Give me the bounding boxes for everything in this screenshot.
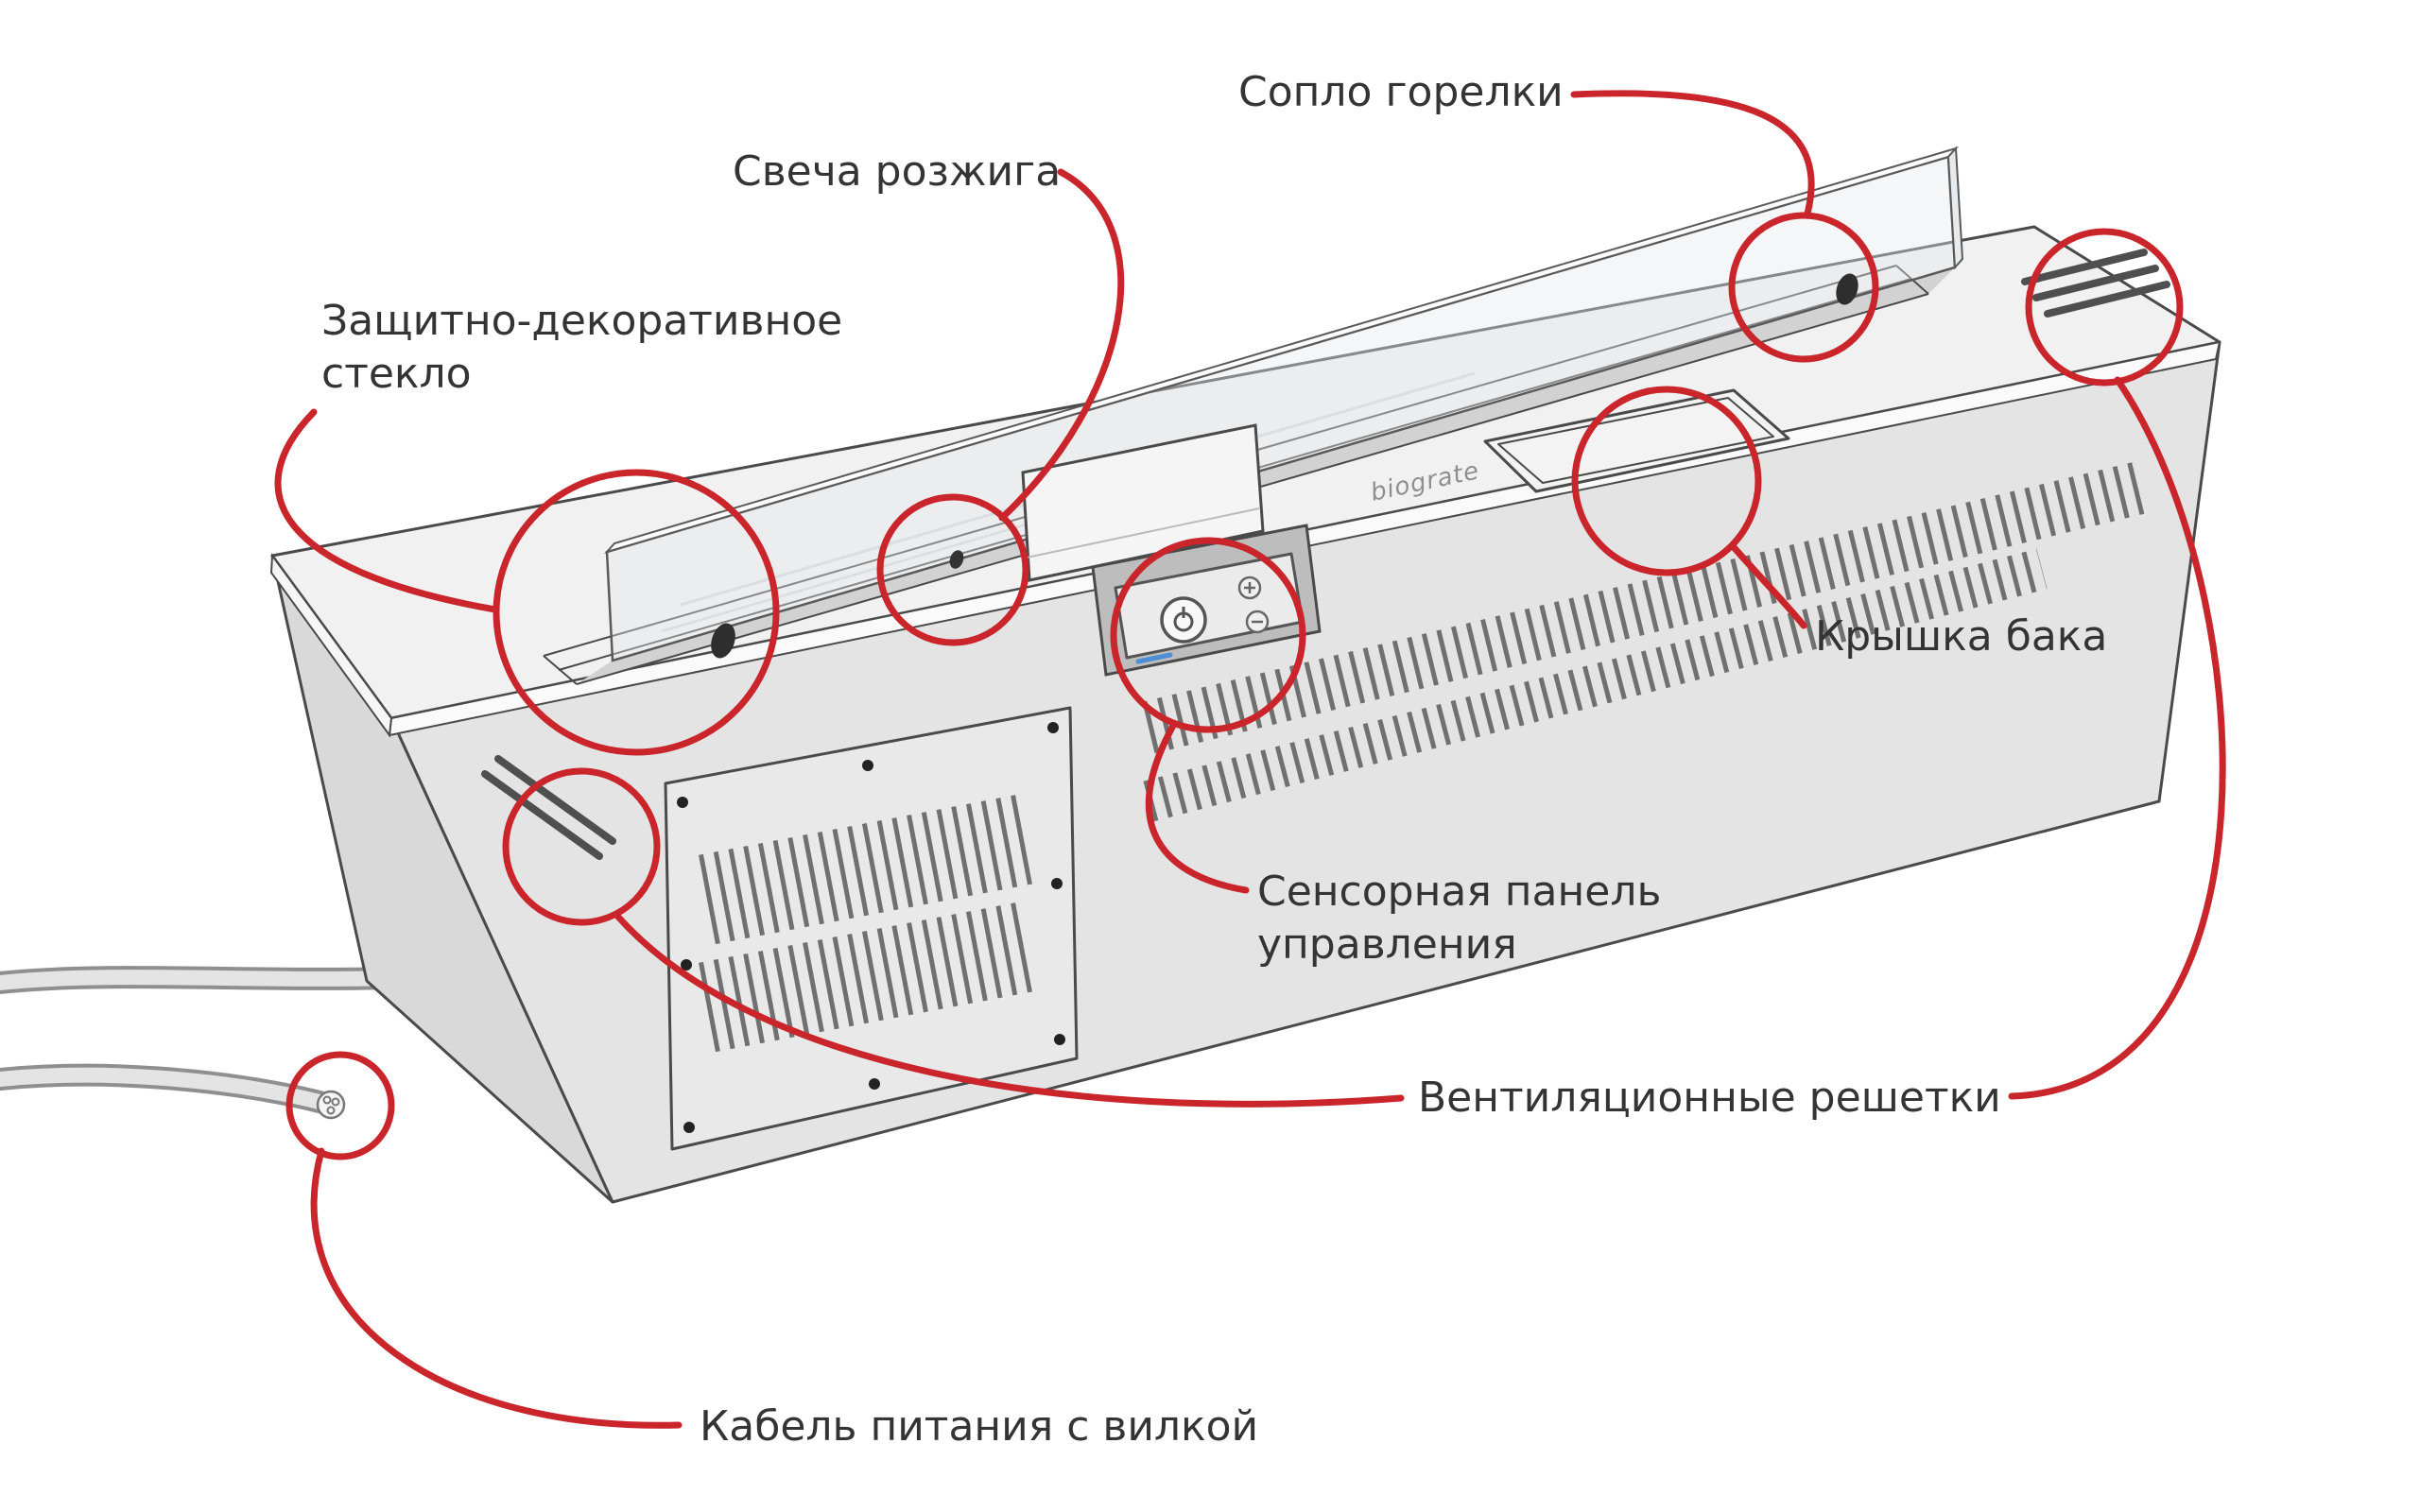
label-glass-line2: стекло <box>321 350 472 398</box>
igniter-knob <box>711 623 735 659</box>
annotation-circle-vent-left <box>502 767 661 926</box>
label-glass-line1: Защитно-декоративное <box>321 297 842 345</box>
label-igniter: Свеча розжига <box>733 147 1061 196</box>
tank-lid-inner <box>1497 397 1774 484</box>
cable-core <box>322 1095 332 1105</box>
glass-right-edge <box>1946 146 1964 270</box>
annotation-circle-touch-panel <box>1110 537 1306 733</box>
vent-slot-left-2 <box>481 770 603 860</box>
vent-band-upper <box>1142 460 2151 754</box>
annotation-line-cable <box>310 1147 683 1429</box>
vent-band-lower <box>1143 548 2048 822</box>
cable-core <box>331 1097 340 1107</box>
top-right-vent-grille <box>2021 249 2170 318</box>
tank-lid <box>1483 388 1790 493</box>
annotation-line-vent-left <box>613 911 1405 1108</box>
label-nozzle: Сопло горелки <box>1238 68 1564 116</box>
annotation-circle-tank-lid <box>1571 386 1762 576</box>
annotation-line-igniter <box>998 168 1125 522</box>
annotation-line-touch-panel <box>1145 720 1250 894</box>
annotation-line-vent-right <box>2008 376 2226 1100</box>
annotation-line-glass <box>274 408 499 613</box>
power-button <box>1160 596 1207 644</box>
access-panel <box>664 706 1079 1151</box>
igniter-electrode <box>949 550 964 569</box>
annotation-connectors <box>274 90 2226 1429</box>
panel-lid-fold <box>1026 507 1260 558</box>
protective-glass <box>603 146 1964 662</box>
callout-labels: Сопло горелки Свеча розжига Защитно-деко… <box>321 68 2107 1451</box>
annotation-line-nozzle <box>1570 90 1815 217</box>
access-panel-slots-2 <box>699 901 1039 1053</box>
front-vent-grilles <box>481 460 2151 860</box>
annotation-circles <box>285 212 2184 1160</box>
annotation-circle-nozzle <box>1728 212 1879 363</box>
annotation-line-tank-lid <box>1729 542 1807 629</box>
access-panel-slots-1 <box>699 793 1039 945</box>
annotation-circle-cable <box>285 1051 395 1160</box>
panel-indicator <box>1135 652 1173 664</box>
vent-slot-left-1 <box>494 755 616 845</box>
label-vents: Вентиляционные решетки <box>1418 1074 2001 1122</box>
annotation-circle-vent-right <box>2025 228 2184 387</box>
nozzle-knob <box>1836 273 1858 305</box>
cable-core <box>326 1106 336 1115</box>
label-touch-panel-line1: Сенсорная панель <box>1257 868 1661 916</box>
label-cable: Кабель питания с вилкой <box>700 1402 1258 1451</box>
label-touch-panel-line2: управления <box>1257 920 1517 969</box>
plus-icon <box>1244 582 1255 593</box>
annotation-circle-igniter <box>876 493 1029 646</box>
label-tank-lid: Крышка бака <box>1815 612 2107 661</box>
screws <box>677 722 1065 1133</box>
left-rim <box>269 553 393 738</box>
